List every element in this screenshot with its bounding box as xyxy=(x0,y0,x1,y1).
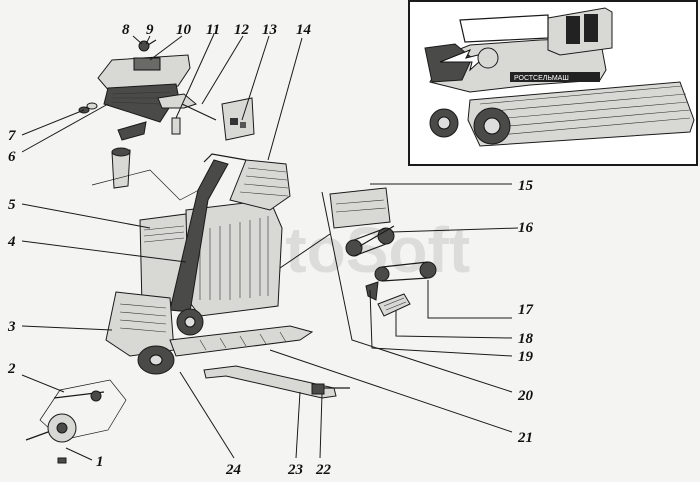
drive-belt xyxy=(353,227,387,257)
callout-22: 22 xyxy=(315,462,332,478)
nut-leader-stub xyxy=(147,39,157,46)
callout-4: 4 xyxy=(7,234,16,250)
side-plate-nut xyxy=(230,118,238,125)
driven-pulley xyxy=(419,261,437,279)
side-cover-slats xyxy=(119,303,167,333)
hub-cable xyxy=(25,431,49,441)
washer-icon xyxy=(86,102,98,110)
clamp-strip xyxy=(133,57,161,71)
combine-inset: РОСТСЕЛЬМАШ xyxy=(408,0,698,166)
rear-panel-slats xyxy=(143,225,185,243)
callout-9: 9 xyxy=(146,22,154,38)
brand-text: РОСТСЕЛЬМАШ xyxy=(514,75,569,82)
belt-guard xyxy=(329,187,391,229)
engine-drum xyxy=(477,47,499,69)
callout-7: 7 xyxy=(8,128,16,144)
second-belt xyxy=(381,261,429,282)
front-wheel-hub xyxy=(483,117,501,135)
tension-arm xyxy=(359,225,395,247)
arm-top-link xyxy=(203,153,247,163)
small-pulley xyxy=(374,266,390,282)
callout-23: 23 xyxy=(287,462,304,478)
belt-guard-slats xyxy=(335,199,387,213)
drive-pulley-hub xyxy=(184,316,196,328)
rotor-hub xyxy=(149,354,163,366)
callout-19: 19 xyxy=(518,349,534,365)
guide-line xyxy=(91,169,215,201)
hinge-bracket xyxy=(157,93,198,109)
side-plate-washer xyxy=(240,122,246,128)
callout-16: 16 xyxy=(518,220,534,236)
flange-ribs xyxy=(111,91,171,105)
cab-window-left xyxy=(566,16,580,44)
grain-tank xyxy=(459,14,549,43)
rod xyxy=(181,103,217,121)
callout-3: 3 xyxy=(7,319,16,335)
callout-18: 18 xyxy=(518,331,534,347)
callout-10: 10 xyxy=(176,22,192,38)
hub-assembly xyxy=(25,379,127,464)
rear-wheel-hub xyxy=(437,116,451,130)
callout-14: 14 xyxy=(296,22,312,38)
discharge-duct xyxy=(229,159,291,211)
callout-5: 5 xyxy=(8,197,16,213)
bolt xyxy=(171,117,181,135)
mounting-bracket xyxy=(377,293,411,317)
spring xyxy=(365,281,379,301)
bracket-ribs xyxy=(383,297,407,311)
sleeve-top xyxy=(111,147,131,157)
duct-ribs xyxy=(239,167,289,197)
shaft-coupling xyxy=(311,383,325,395)
callout-15: 15 xyxy=(518,178,534,194)
callout-20: 20 xyxy=(517,388,534,404)
hub-nut xyxy=(90,390,102,402)
callout-1: 1 xyxy=(96,454,104,470)
callout-2: 2 xyxy=(7,361,16,377)
callout-24: 24 xyxy=(225,462,242,478)
tray-knives xyxy=(199,331,287,351)
callout-21: 21 xyxy=(517,430,533,446)
hub-pin xyxy=(57,457,67,464)
callout-11: 11 xyxy=(206,22,220,38)
callout-8: 8 xyxy=(122,22,130,38)
chopper-assembly xyxy=(105,153,314,375)
cab-window-right xyxy=(584,14,598,42)
drive-shaft-assembly xyxy=(203,365,350,399)
housing-ribs xyxy=(199,216,269,300)
belt-drive-group xyxy=(329,187,437,317)
header-reel xyxy=(479,85,691,137)
brand-plate xyxy=(510,72,600,82)
callout-13: 13 xyxy=(262,22,278,38)
callout-17: 17 xyxy=(518,302,534,318)
clamp-bracket xyxy=(117,121,147,141)
leader-lines xyxy=(21,33,519,461)
cover-assembly xyxy=(78,39,255,201)
callout-6: 6 xyxy=(8,149,16,165)
bottom-tray xyxy=(169,325,314,357)
hub-center xyxy=(56,422,68,434)
callout-12: 12 xyxy=(234,22,250,38)
drive-shaft xyxy=(203,365,337,399)
